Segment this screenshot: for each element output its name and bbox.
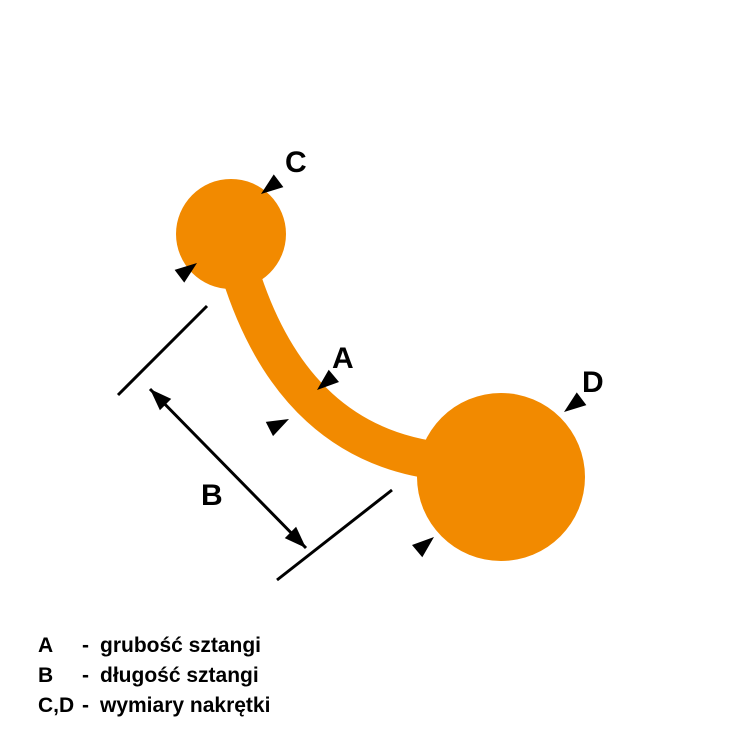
- dimension-tick-top: [116, 304, 209, 397]
- label-d: D: [582, 366, 604, 399]
- pointer-arrow-small-ball-left-icon: [174, 263, 197, 283]
- legend-key: A: [38, 634, 54, 657]
- pointer-arrow-d-icon: [564, 392, 587, 412]
- label-c: C: [285, 146, 307, 179]
- dimension-arrowhead-start-icon: [150, 389, 172, 411]
- dimension-line-b: [148, 387, 308, 550]
- legend-key: C,D: [38, 694, 75, 717]
- label-b: B: [201, 479, 223, 512]
- pointer-arrow-large-ball-bottom-icon: [412, 537, 434, 558]
- label-a: A: [332, 342, 354, 375]
- legend-row-b: B - długość sztangi: [38, 664, 270, 688]
- legend-key: B: [38, 664, 54, 687]
- legend-row-a: A - grubość sztangi: [38, 634, 270, 658]
- barbell-bar: [221, 253, 467, 481]
- legend-dash: -: [82, 664, 89, 687]
- barbell-large-ball: [417, 393, 585, 561]
- legend-dash: -: [82, 634, 89, 657]
- pointer-arrow-a-icon: [317, 369, 339, 390]
- dimension-tick-bottom: [276, 488, 393, 582]
- pointer-arrow-bar-left-icon: [265, 419, 289, 437]
- legend: A - grubość sztangi B - długość sztangi …: [38, 634, 270, 718]
- pointer-arrow-c-icon: [261, 174, 284, 194]
- legend-desc: długość sztangi: [100, 664, 259, 687]
- legend-dash: -: [82, 694, 89, 717]
- legend-desc: wymiary nakrętki: [100, 694, 271, 717]
- barbell-small-ball: [176, 179, 286, 289]
- legend-row-cd: C,D - wymiary nakrętki: [38, 694, 270, 718]
- dimension-arrowhead-end-icon: [284, 526, 306, 548]
- legend-desc: grubość sztangi: [100, 634, 262, 657]
